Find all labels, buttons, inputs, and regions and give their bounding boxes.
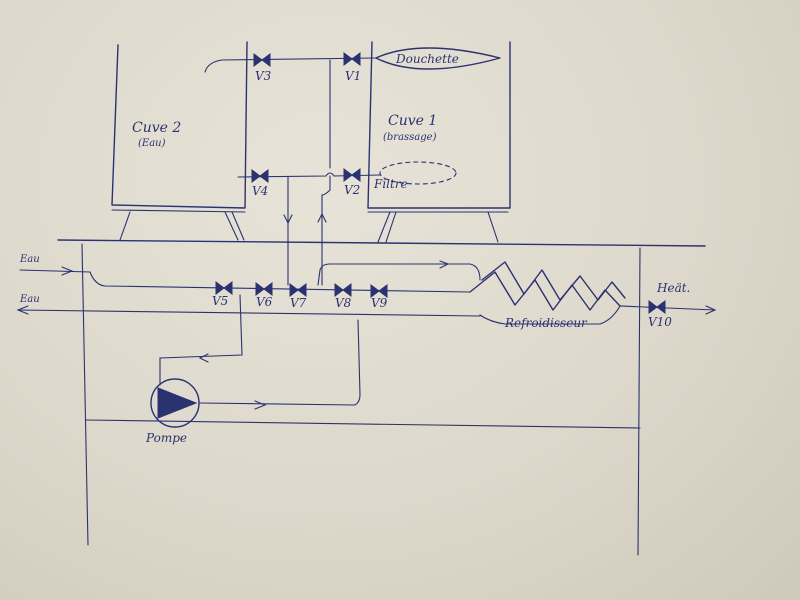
douchette-label: Douchette [395,52,459,66]
water-lines [16,260,717,325]
cuve-2-sub: (Eau) [138,138,166,149]
valve-v9-icon [370,284,388,298]
valve-v3-icon [253,53,271,67]
valve-v2-icon [343,168,361,182]
valve-v5-icon [215,281,233,295]
valve-v10-label: V10 [648,315,672,329]
valve-v10-icon [648,300,666,314]
cuve-1-label: Cuve 1 [388,113,437,129]
valve-v3-label: V3 [255,69,272,83]
tank-cuve-2 [111,41,248,241]
tank-cuve-1 [367,41,511,243]
top-pipe [204,57,377,169]
valve-v6-label: V6 [256,295,273,309]
valve-v7-label: V7 [290,296,307,310]
valve-v1-label: V1 [345,69,361,83]
douchette-shape [375,47,501,70]
mid-pipe [237,172,381,286]
valve-v4-label: V4 [252,184,268,198]
eau-in-label: Eau [19,254,40,265]
pompe-label: Pompe [145,431,187,445]
filtre-label: Filtre [373,177,408,191]
valve-v5-label: V5 [212,294,228,308]
refroidisseur-label: Refroidisseur [504,316,588,330]
pump-loop [159,294,361,410]
valve-v8-icon [334,283,352,297]
valve-v2-label: V2 [344,183,360,197]
valve-v6-icon [255,282,273,296]
valve-v4-icon [251,169,269,183]
heat-label: Heät. [656,281,690,295]
valve-v7-icon [289,283,307,297]
bench-frame [57,239,706,556]
valve-v8-label: V8 [335,296,352,310]
eau-out-label: Eau [19,294,40,305]
filtre-shape [379,161,457,185]
cuve-1-sub: (brassage) [383,132,437,143]
refroidisseur-coil [469,261,626,311]
valve-v1-icon [343,52,361,66]
cuve-2-label: Cuve 2 [132,120,181,136]
pompe-symbol [150,378,200,428]
valve-v9-label: V9 [371,296,388,310]
